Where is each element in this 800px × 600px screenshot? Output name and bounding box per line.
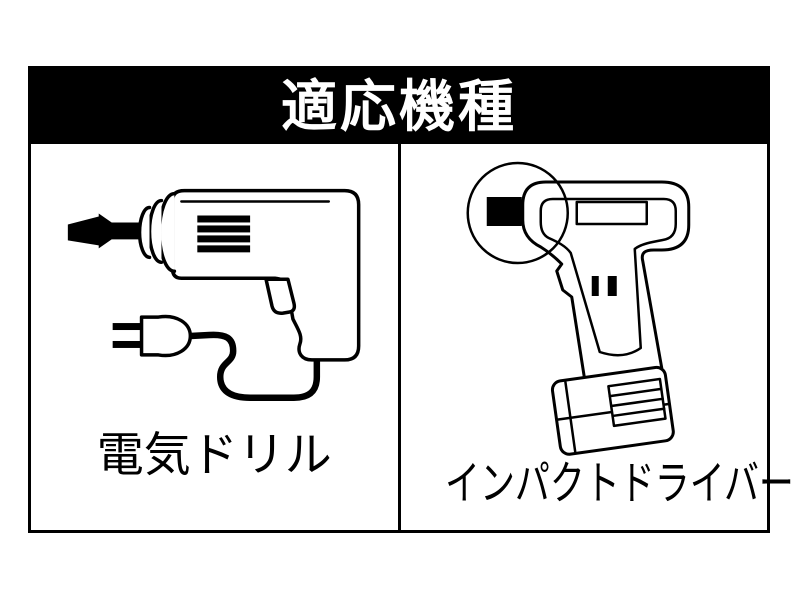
drill-label: 電気ドリル: [96, 428, 332, 481]
header-bar: 適応機種: [31, 69, 767, 144]
vent-slots: [197, 215, 251, 253]
forward-reverse-switch: [591, 276, 617, 296]
plug-prong-top: [112, 323, 143, 331]
diagram-title: 適応機種: [281, 74, 517, 138]
content-area: 電気ドリル: [31, 144, 794, 530]
right-panel: インパクトドライバー: [397, 144, 794, 530]
impact-driver-illustration: [466, 161, 690, 456]
impact-driver-label: インパクトドライバー: [444, 457, 794, 509]
chuck-ring-rear: [157, 191, 177, 274]
left-panel: 電気ドリル: [31, 144, 398, 530]
power-plug: [139, 314, 193, 358]
detail-circle: [466, 161, 569, 265]
socket-bit: [486, 197, 522, 226]
nameplate: [575, 200, 648, 226]
electric-drill-illustration: [67, 188, 361, 401]
drill-bit: [67, 213, 148, 249]
chuck-ring-front: [137, 205, 152, 260]
plug-prong-bottom: [112, 340, 143, 348]
power-cord: [187, 331, 321, 401]
tool-inner-outline: [539, 197, 677, 357]
drill-trigger: [264, 277, 297, 315]
chuck-ring-middle: [147, 198, 164, 265]
battery-pack: [550, 365, 675, 456]
diagram-frame: 適応機種: [28, 66, 794, 533]
